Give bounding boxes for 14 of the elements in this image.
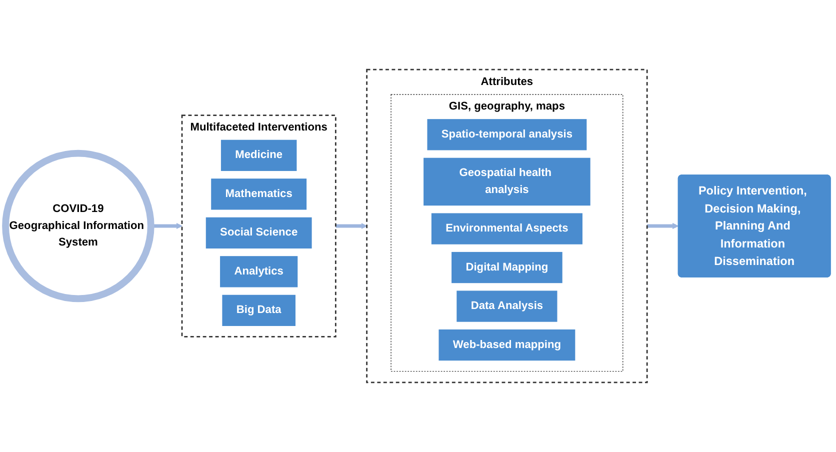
arrow <box>647 222 678 230</box>
node-box: Digital Mapping <box>452 252 562 284</box>
node-box: Analytics <box>220 256 298 288</box>
node-box: Mathematics <box>211 178 307 210</box>
node-box: Environmental Aspects <box>431 213 582 244</box>
node-box: Spatio-temporal analysis <box>427 119 587 150</box>
node-circle: COVID-19 Geographical Information System <box>2 150 154 302</box>
node-box: Medicine <box>220 140 297 171</box>
node-box: Social Science <box>206 217 312 248</box>
node-box: Web-based mapping <box>438 329 576 361</box>
node-box: Big Data <box>222 294 296 326</box>
node-box: Data Analysis <box>456 290 558 322</box>
node-box: Geospatial health analysis <box>424 158 590 206</box>
arrow <box>336 222 368 230</box>
